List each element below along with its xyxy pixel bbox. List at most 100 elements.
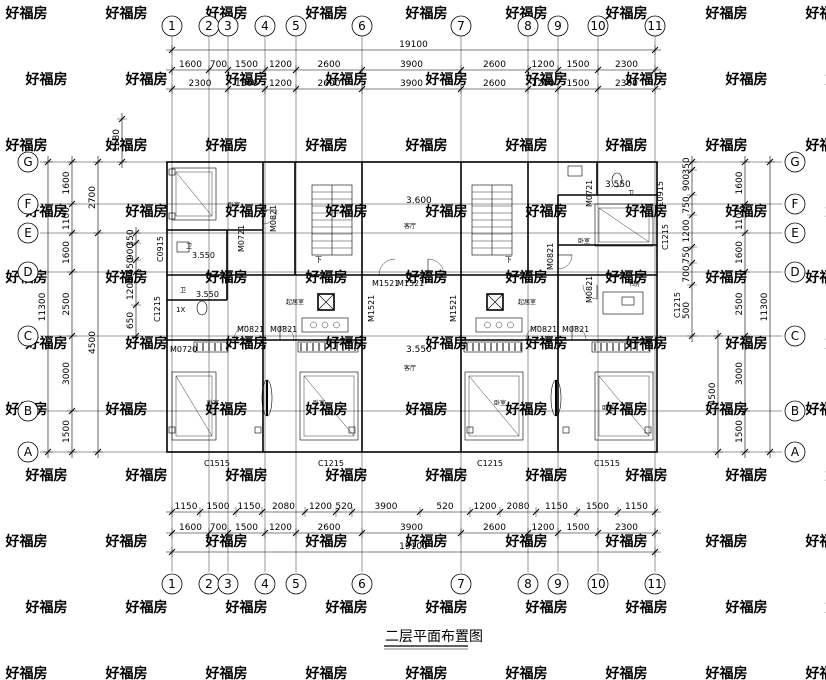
watermark-text: 好福房	[604, 665, 647, 680]
watermark-text: 好福房	[524, 335, 567, 352]
grid-bubble-circle	[587, 573, 609, 595]
grid-bubble-label: 1	[168, 577, 176, 591]
tv-box	[317, 293, 335, 311]
grid-bubble-label: C	[791, 329, 799, 343]
grid-bubble-circle	[587, 15, 609, 37]
watermark-text: 好福房	[204, 137, 247, 154]
dimension-top-offset: 1580	[112, 113, 127, 168]
wardrobe-body	[591, 341, 651, 353]
watermark-text: 好福房	[804, 665, 826, 680]
bed-mattress	[468, 375, 520, 437]
staircase-right	[471, 184, 513, 256]
grid-bubble-top-7: 7	[450, 15, 472, 37]
dimension-value: 520	[335, 502, 352, 512]
watermark-text: 好福房	[304, 401, 347, 418]
dimension-value: 350	[126, 229, 136, 246]
watermark-text: 好福房	[504, 137, 547, 154]
grid-bubble-right-A: A	[784, 441, 806, 463]
watermark-text: 好福房	[624, 71, 667, 88]
watermark-text: 好福房	[224, 203, 267, 220]
dimension-value: 11300	[38, 292, 48, 321]
grid-bubble-label: D	[790, 265, 799, 279]
grid-bubble-bottom-7: 7	[450, 573, 472, 595]
grid-bubble-bottom-2: 2	[198, 573, 220, 595]
dimension-value: 900	[682, 174, 692, 191]
grid-bubble-circle	[17, 325, 39, 347]
door-swing	[279, 325, 295, 341]
sofa-cushion	[507, 321, 514, 329]
grid-bubble-left-B: B	[17, 400, 39, 422]
dimension-value: 1150	[175, 502, 198, 512]
watermark-text: 好福房	[304, 5, 347, 22]
bed-cover	[175, 375, 213, 437]
watermark-text: 好福房	[824, 335, 826, 352]
furniture-layer	[168, 165, 654, 441]
grid-bubble-label: 3	[224, 577, 232, 591]
watermark-text: 好福房	[804, 269, 826, 286]
grid-bubble-label: 5	[292, 577, 300, 591]
dimension-value: 1600	[179, 523, 202, 533]
study-chair	[621, 296, 635, 306]
watermark-text: 好福房	[104, 533, 147, 550]
dimension-value: 1500	[567, 60, 590, 70]
bed-mattress	[598, 375, 650, 437]
grid-bubble-circle	[784, 325, 806, 347]
dimension-value: 1200	[532, 523, 555, 533]
window-label-c0915-right: C0915	[656, 181, 665, 207]
door-swing-nw	[262, 209, 278, 225]
watermark-text: 好福房	[224, 467, 267, 484]
staircase-left	[311, 184, 353, 256]
dimension-right-total: 11300	[760, 156, 775, 458]
door-label-m1521-b: M1521	[397, 279, 424, 288]
grid-bubble-label: 7	[457, 577, 465, 591]
dimension-value: 1580	[112, 129, 122, 152]
room-bath-w2: 卫	[180, 287, 186, 294]
scale-1x: 1X	[176, 306, 185, 314]
grid-bubble-top-11: 11	[644, 15, 666, 37]
dimension-value: 2300	[189, 79, 212, 89]
door-swing-4	[571, 325, 587, 341]
tv-box	[486, 293, 504, 311]
door-label-m0821-1: M0821	[237, 325, 264, 334]
dimension-value: 1200	[269, 79, 292, 89]
grid-bubble-circle	[17, 400, 39, 422]
watermark-text: 好福房	[304, 269, 347, 286]
watermark-text: 好福房	[604, 533, 647, 550]
grid-bubble-right-D: D	[784, 261, 806, 283]
dimension-value: 1600	[62, 171, 72, 194]
grid-bubble-label: 4	[261, 19, 269, 33]
dimension-value: 350	[682, 157, 692, 174]
bed-frame	[171, 371, 217, 441]
watermark-text: 好福房	[424, 467, 467, 484]
watermark-text: 好福房	[504, 5, 547, 22]
grid-bubble-label: 11	[647, 577, 662, 591]
dimension-value: 3900	[400, 60, 423, 70]
dimension-value: 1500	[62, 420, 72, 443]
bed-frame	[594, 371, 654, 441]
door-swing	[427, 258, 445, 276]
bed-s2	[464, 371, 524, 441]
watermark-text: 好福房	[804, 137, 826, 154]
grid-bubble-right-G: G	[784, 151, 806, 173]
grid-bubble-circle	[547, 15, 569, 37]
grid-bubble-label: 10	[590, 577, 605, 591]
bed-side-table	[168, 426, 176, 434]
watermark-text: 好福房	[104, 5, 147, 22]
grid-bubble-left-G: G	[17, 151, 39, 173]
bed-se	[594, 371, 654, 441]
level-3550: 3.550	[406, 345, 432, 355]
dimension-value: 2500	[62, 292, 72, 315]
dimension-value: 1600	[735, 241, 745, 264]
watermark-text: 好福房	[604, 269, 647, 286]
watermark-text: 好福房	[404, 269, 447, 286]
door-label-m1521-v2: M1521	[449, 295, 458, 322]
bed-sw	[171, 371, 217, 441]
watermark-text: 好福房	[224, 599, 267, 616]
grid-bubble-top-3: 3	[217, 15, 239, 37]
door-swing-ne	[557, 254, 573, 270]
dimension-value: 1200	[126, 277, 136, 300]
